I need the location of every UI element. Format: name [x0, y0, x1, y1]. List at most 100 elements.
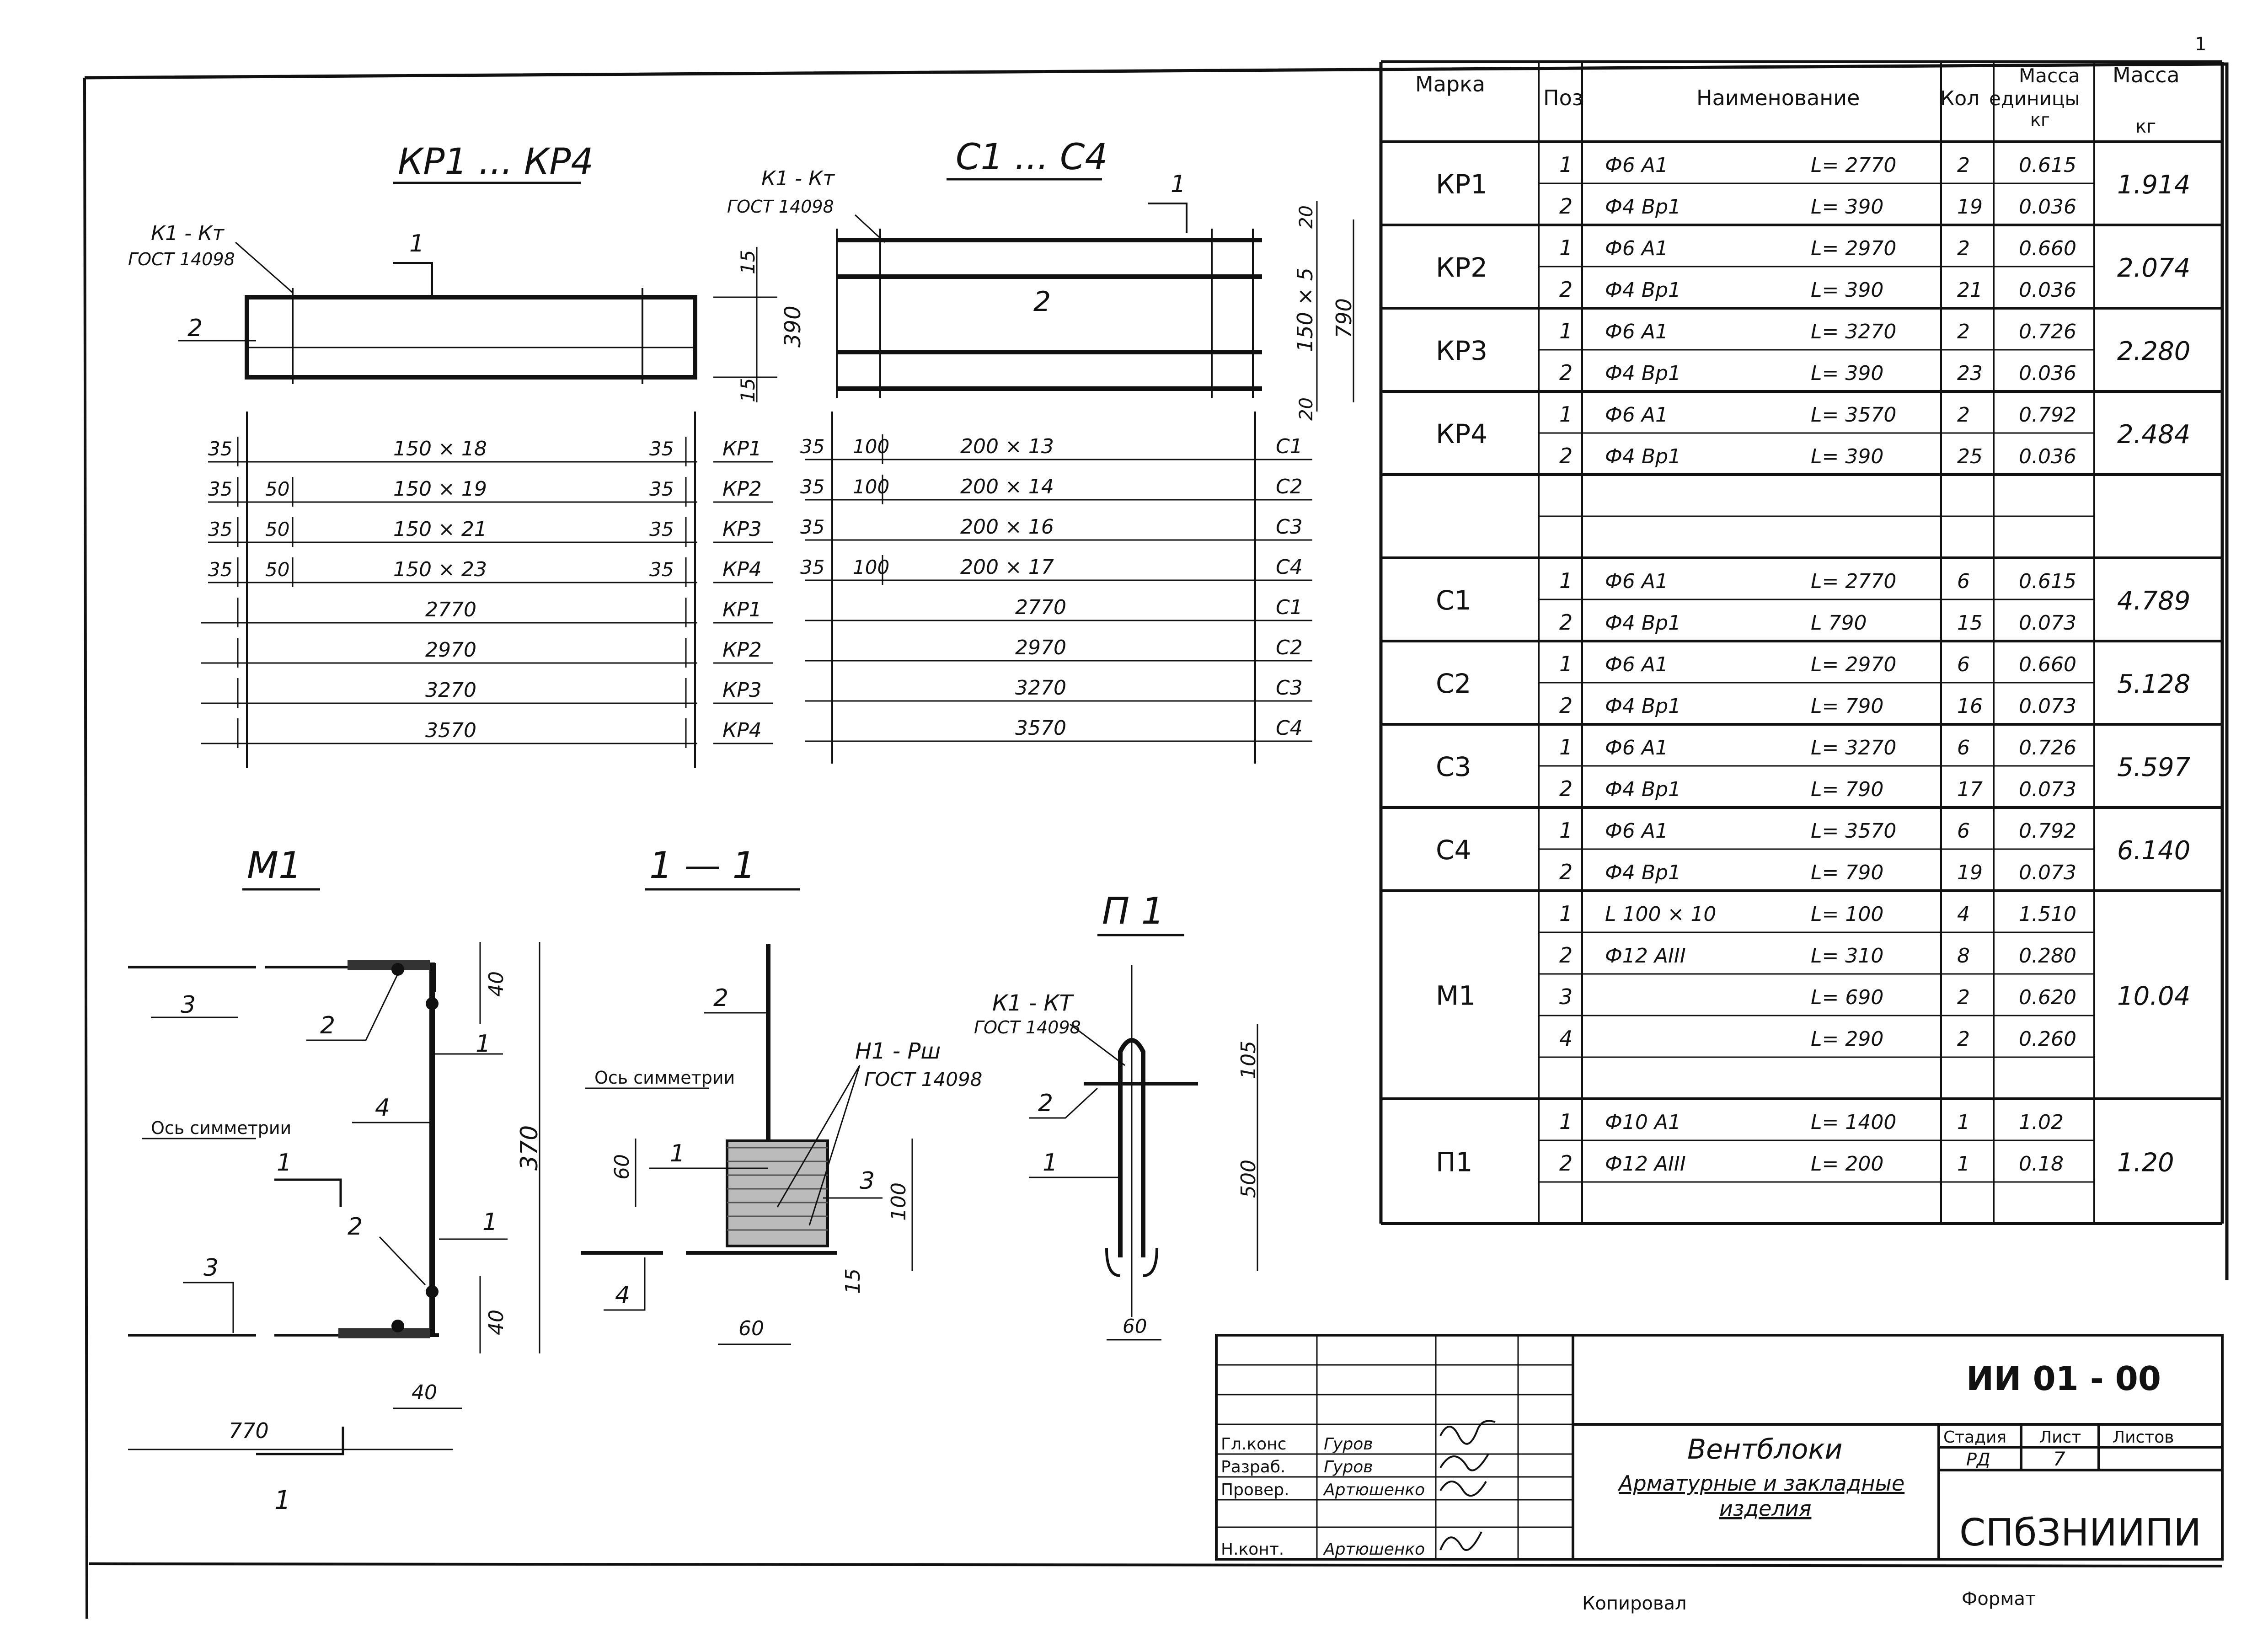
spec-cell-name: Ф6 А1 [1605, 154, 1668, 177]
project-name: Вентблоки [1687, 1433, 1843, 1465]
stage-label: Стадия [1943, 1428, 2006, 1447]
m1-section-mark: 1 [274, 1486, 291, 1515]
kr-sched-mark: КР1 [722, 598, 762, 621]
spec-cell-length: L= 290 [1811, 1027, 1883, 1051]
spec-cell-length: L= 390 [1811, 195, 1883, 219]
kr-sched-left: 35 [208, 518, 232, 540]
spec-cell-qty: 2 [1957, 403, 1970, 427]
spec-cell-length: L= 390 [1811, 362, 1883, 385]
kr-section-mark: 1 [409, 230, 424, 257]
spec-cell-unit-mass: 1.510 [2019, 903, 2076, 926]
view-c-title: С1 ... С4 [956, 137, 1107, 178]
spec-cell-pos: 3 [1559, 984, 1573, 1009]
spec-cell-unit-mass: 0.036 [2019, 445, 2076, 468]
spec-cell-name: Ф4 Вр1 [1605, 778, 1681, 801]
spec-cell-unit-mass: 0.036 [2019, 278, 2076, 302]
c-sched-text: 2770 [1015, 596, 1066, 619]
c-sched-mark: С2 [1276, 475, 1303, 498]
spec-cell-length: L= 3270 [1811, 736, 1896, 759]
m1-dim-leg: 40 [412, 1381, 437, 1404]
doc-code: ИИ 01 - 00 [1966, 1359, 2161, 1398]
c-dim-pitch: 150 × 5 [1293, 267, 1317, 352]
c-sched-text: 3570 [1015, 717, 1066, 740]
spec-cell-name: Ф4 Вр1 [1605, 445, 1681, 468]
spec-cell-length: L= 100 [1811, 903, 1883, 926]
header-unit-mass-2: единицы [1989, 87, 2080, 110]
spec-cell-unit-mass: 0.073 [2019, 611, 2076, 635]
spec-cell-qty: 2 [1957, 1027, 1970, 1051]
spec-cell-name: Ф10 А1 [1605, 1111, 1681, 1134]
spec-cell-qty: 19 [1957, 861, 1983, 884]
m1-label-2a: 2 [320, 1012, 335, 1039]
kr-callout-k1: К1 - Кт [151, 222, 225, 245]
kr-sched-mark: КР2 [722, 477, 762, 501]
view-kr: КР1 ... КР4 К1 - Кт ГОСТ 14098 1 2 15 39… [128, 141, 806, 768]
spec-cell-qty: 2 [1957, 154, 1970, 177]
spec-cell-pos: 2 [1559, 693, 1573, 718]
s11-dim-100: 100 [887, 1182, 910, 1221]
spec-cell-mass: 2.074 [2117, 253, 2190, 283]
spec-cell-pos: 1 [1559, 319, 1573, 343]
m1-dim-top: 40 [485, 971, 508, 997]
kr-dim-bottom: 15 [737, 378, 759, 402]
spec-cell-mark: С1 [1436, 585, 1471, 616]
spec-cell-length: L= 390 [1811, 445, 1883, 468]
spec-cell-unit-mass: 0.073 [2019, 695, 2076, 718]
spec-cell-length: L= 2970 [1811, 237, 1896, 260]
spec-cell-name: Ф6 А1 [1605, 570, 1668, 593]
kr-sched-mark: КР2 [722, 638, 762, 662]
spec-cell-qty: 16 [1957, 695, 1983, 718]
spec-cell-qty: 23 [1957, 362, 1983, 385]
kr-sched-mid: 50 [265, 478, 289, 500]
kr-sched-mark: КР4 [722, 558, 762, 581]
spec-cell-length: L= 3570 [1811, 403, 1896, 427]
c-sched-mid: 100 [853, 435, 889, 458]
spec-cell-mark: С4 [1436, 834, 1471, 866]
spec-cell-pos: 2 [1559, 943, 1573, 968]
spec-cell-mass: 1.20 [2117, 1148, 2174, 1178]
spec-cell-name: Ф6 А1 [1605, 403, 1668, 427]
kr-sched-text: 150 × 23 [393, 558, 487, 581]
spec-cell-name: Ф4 Вр1 [1605, 861, 1681, 884]
spec-cell-pos: 2 [1559, 277, 1573, 302]
spec-cell-unit-mass: 0.18 [2019, 1152, 2064, 1176]
spec-cell-unit-mass: 0.726 [2019, 320, 2076, 343]
spec-cell-mass: 2.484 [2117, 420, 2190, 449]
spec-cell-length: L= 3570 [1811, 819, 1896, 843]
p1-label-1: 1 [1043, 1149, 1058, 1176]
spec-cell-name: Ф4 Вр1 [1605, 195, 1681, 219]
signature-role: Н.конт. [1221, 1540, 1284, 1559]
view-m1: М1 3 2 1 4 Ось симметрии 1 2 1 3 [128, 844, 543, 1515]
spec-cell-qty: 2 [1957, 320, 1970, 343]
spec-cell-mass: 4.789 [2117, 586, 2190, 616]
header-unit-mass-3: кг [2030, 110, 2050, 130]
spec-cell-mark: С3 [1436, 751, 1471, 782]
sheet-title-2: изделия [1719, 1496, 1811, 1521]
view-c: С1 ... С4 К1 - Кт ГОСТ 14098 1 2 20 150 … [727, 137, 1356, 764]
s11-label-2: 2 [713, 984, 728, 1012]
spec-cell-qty: 2 [1957, 237, 1970, 260]
spec-cell-mark: КР2 [1436, 252, 1487, 283]
kr-sched-text: 2970 [425, 638, 476, 662]
m1-dim-length: 770 [229, 1418, 269, 1443]
c-dim-top: 20 [1296, 205, 1317, 229]
signature-role: Гл.конс [1221, 1435, 1287, 1454]
spec-cell-length: L= 2970 [1811, 653, 1896, 676]
header-pos: Поз [1543, 86, 1583, 110]
view-section-1-1: 1 — 1 2 Ось симметрии 1 3 4 Н1 - Рш ГОСТ… [581, 844, 982, 1345]
spec-cell-unit-mass: 0.073 [2019, 778, 2076, 801]
spec-cell-length: L= 200 [1811, 1152, 1883, 1176]
c-sched-text: 200 × 16 [960, 515, 1054, 539]
c-sched-left: 35 [800, 556, 824, 578]
drawing-frame: 1 [83, 34, 2229, 1619]
spec-cell-mark: С2 [1436, 668, 1471, 699]
kr-sched-right: 35 [649, 558, 674, 581]
